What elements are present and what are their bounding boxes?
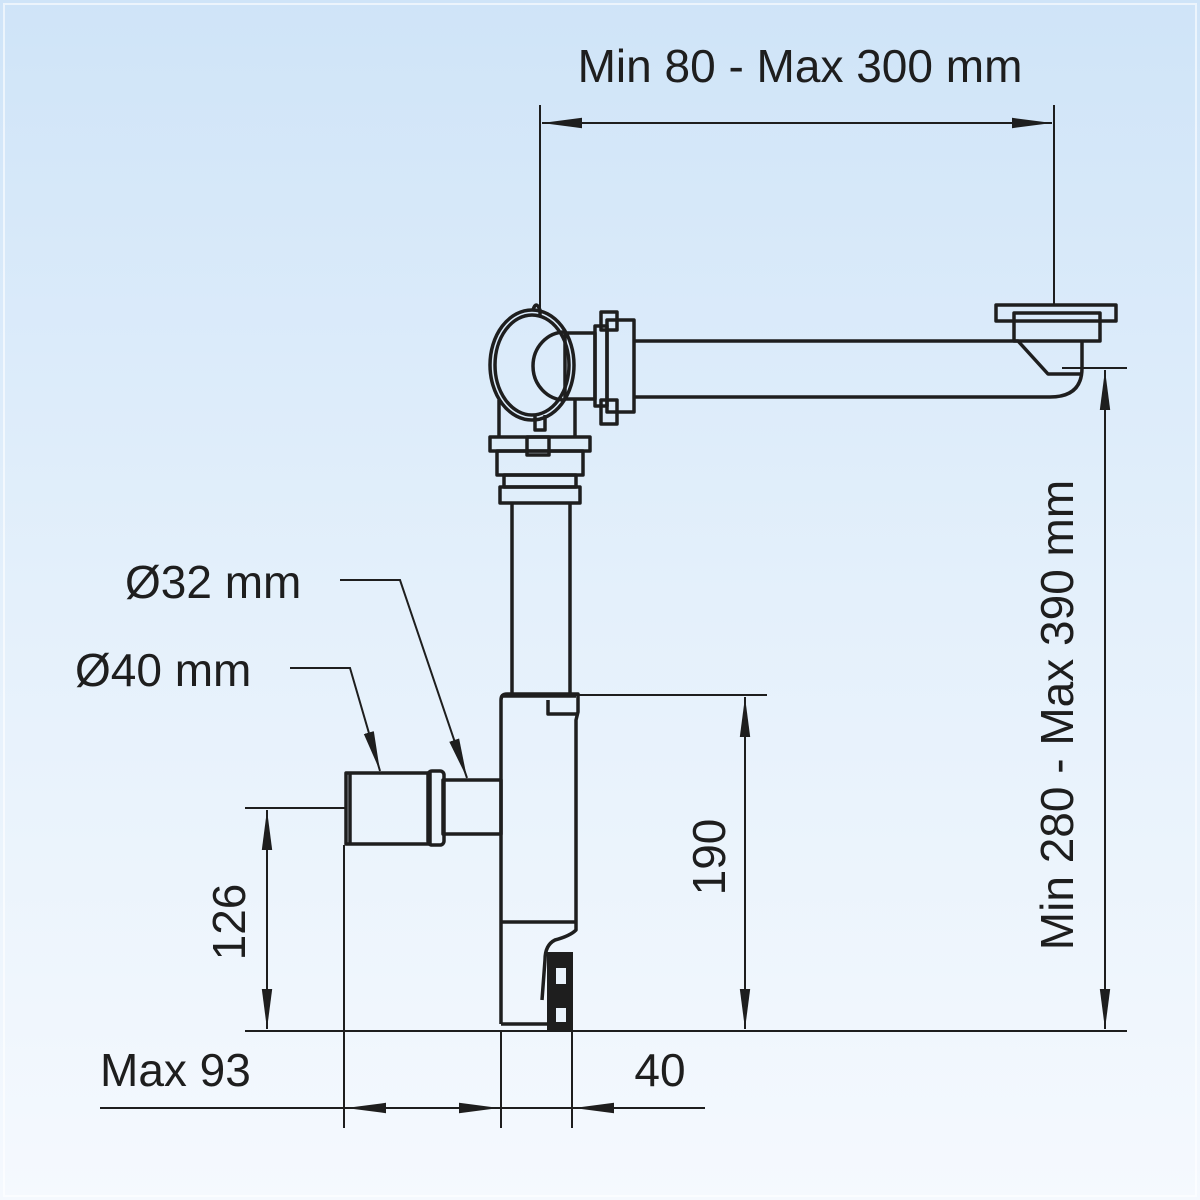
max-offset-label: Max 93 [100, 1044, 251, 1096]
dimension-inlet-height: 126 [203, 807, 345, 1029]
bottle-height-label: 190 [683, 819, 735, 896]
dimension-bottom: Max 93 40 [100, 845, 705, 1128]
dimension-horizontal-arm: Min 80 - Max 300 mm [539, 40, 1055, 312]
dimension-bottle-height: 190 [575, 694, 767, 1029]
frame [3, 3, 1197, 1197]
total-height-label: Min 280 - Max 390 mm [1031, 480, 1083, 950]
horizontal-arm-label: Min 80 - Max 300 mm [578, 40, 1023, 92]
horizontal-arm [635, 303, 1118, 399]
bottle-body [499, 692, 580, 1030]
bottle-width-label: 40 [634, 1044, 685, 1096]
diameter-40-label: Ø40 mm [75, 644, 251, 696]
vertical-tube [488, 435, 592, 693]
inlet-height-label: 126 [203, 884, 255, 961]
diameter-32-label: Ø32 mm [125, 556, 301, 608]
elbow-nut [488, 303, 636, 437]
leader-diameter-32: Ø32 mm [125, 556, 468, 779]
leader-diameter-40: Ø40 mm [75, 644, 381, 772]
side-inlet [344, 769, 503, 847]
dimension-total-height: Min 280 - Max 390 mm [245, 367, 1127, 1032]
